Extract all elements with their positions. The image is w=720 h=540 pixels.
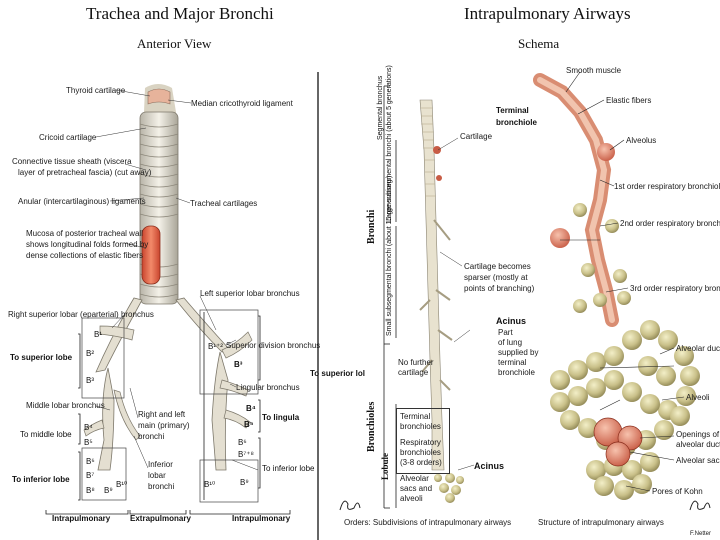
left-title: Trachea and Major Bronchi	[86, 4, 274, 24]
label-inferior-lobar-3: bronchi	[148, 482, 174, 491]
label-cartilage-sparser-3: points of branching)	[464, 284, 534, 293]
label-pores-of-kohn: Pores of Kohn	[652, 487, 703, 496]
segment-l5: B⁵	[244, 420, 254, 429]
footer-intrapulmonary-right: Intrapulmonary	[232, 514, 290, 523]
segment-l3: B³	[234, 360, 242, 369]
label-inferior-lobar-1: Inferior	[148, 460, 173, 469]
label-right-superior-lobar: Right superior lobar (eparterial) bronch…	[8, 310, 154, 319]
label-alveolar-2: sacs and	[400, 484, 432, 493]
target-inferior-lobe-right: To inferior lobe	[12, 475, 70, 484]
target-middle-lobe-text: To middle lobe	[20, 430, 72, 439]
label-mucosa-3: dense collections of elastic fibers	[26, 251, 143, 260]
label-smooth-muscle: Smooth muscle	[566, 66, 621, 75]
alveolar-sac-cutaway	[594, 418, 642, 466]
label-no-cartilage-1: No further	[398, 358, 434, 367]
label-thyroid-cartilage: Thyroid cartilage	[66, 86, 125, 95]
caption-right: Structure of intrapulmonary airways	[538, 518, 664, 527]
footer-extrapulmonary: Extrapulmonary	[130, 514, 191, 523]
segment-l9: B⁹	[240, 478, 249, 487]
target-superior-lobe-left: To superior lol	[310, 369, 365, 378]
segment-b9: B⁹	[104, 486, 113, 495]
label-cartilage-sparser-1: Cartilage becomes	[464, 262, 531, 271]
label-acinus-side: Acinus	[496, 316, 526, 326]
label-main-bronchi-3: bronchi	[138, 432, 164, 441]
target-inferior-lobe-left: To inferior lobe	[262, 464, 314, 473]
label-cricoid-cartilage: Cricoid cartilage	[39, 133, 96, 142]
mucosa-window	[142, 226, 160, 284]
label-mucosa-2: shows longitudinal folds formed by	[26, 240, 148, 249]
side-bronchioles: Bronchioles	[366, 402, 377, 452]
segment-b8: B⁸	[86, 486, 95, 495]
segment-l6: B⁶	[238, 438, 247, 447]
label-inferior-lobar-2: lobar	[148, 471, 166, 480]
label-acinus-desc-4: terminal	[498, 358, 526, 367]
label-left-superior-lobar: Left superior lobar bronchus	[200, 289, 300, 298]
label-openings-2: alveolar ducts	[676, 440, 720, 449]
segment-b3: B³	[86, 376, 94, 385]
segment-b1: B¹	[94, 330, 102, 339]
target-lingula: To lingula	[262, 413, 299, 422]
segment-l12: B¹⁺²	[208, 342, 223, 351]
segment-b4: B⁴	[84, 423, 93, 432]
segment-b6: B⁶	[86, 457, 95, 466]
label-alveolus: Alveolus	[626, 136, 656, 145]
label-alveoli: Alveoli	[686, 393, 710, 402]
label-cartilage-sparser-2: sparser (mostly at	[464, 273, 528, 282]
label-acinus-bottom: Acinus	[474, 461, 504, 471]
segment-l10: B¹⁰	[204, 480, 215, 489]
footer-intrapulmonary-left: Intrapulmonary	[52, 514, 110, 523]
side-small-subsegmental: Small subsegmental bronchi (about 15 gen…	[386, 176, 393, 336]
label-connective-sheath: Connective tissue sheath (viscera	[12, 157, 132, 166]
target-superior-lobe-right: To superior lobe	[10, 353, 72, 362]
left-subtitle: Anterior View	[137, 36, 211, 52]
target-middle-lobe: To middle lobe	[20, 430, 72, 439]
label-median-cricothyroid: Median cricothyroid ligament	[191, 99, 293, 108]
label-lingular-bronchus: Lingular bronchus	[236, 383, 300, 392]
signature-text: F.Netter	[690, 530, 711, 539]
label-acinus-desc-1: Part	[498, 328, 513, 337]
label-superior-division: Superior division bronchus	[226, 341, 320, 350]
side-lobule: Lobule	[380, 453, 390, 480]
label-first-order-respiratory: 1st order respiratory bronchiole	[614, 182, 720, 191]
label-alveolar-3: alveoli	[400, 494, 423, 503]
label-middle-lobar: Middle lobar bronchus	[26, 401, 105, 410]
lobule-inner-box	[396, 408, 450, 474]
thyroid-cartilage	[148, 89, 170, 104]
label-alveolar-1: Alveolar	[400, 474, 429, 483]
segment-b2: B²	[86, 349, 94, 358]
label-elastic-fibers: Elastic fibers	[606, 96, 651, 105]
label-terminal-bronchiole-2: bronchiole	[496, 118, 537, 127]
right-title: Intrapulmonary Airways	[464, 4, 631, 24]
signature-mark	[340, 501, 710, 510]
label-third-order-respiratory: 3rd order respiratory bronchioles	[630, 284, 720, 293]
segment-l4: B⁴	[246, 404, 256, 413]
label-main-bronchi-2: main (primary)	[138, 421, 190, 430]
label-connective-sheath-2: layer of pretracheal fascia) (cut away)	[18, 168, 151, 177]
label-second-order-respiratory: 2nd order respiratory bronchioles	[620, 219, 720, 228]
label-openings-1: Openings of	[676, 430, 719, 439]
label-terminal-bronchiole-1: Terminal	[496, 106, 529, 115]
label-acinus-desc-3: supplied by	[498, 348, 538, 357]
label-tracheal-cartilages: Tracheal cartilages	[190, 199, 257, 208]
label-annular-ligaments: Anular (intercartilaginous) ligaments	[18, 197, 146, 206]
label-cartilage: Cartilage	[460, 132, 492, 141]
label-main-bronchi-1: Right and left	[138, 410, 185, 419]
label-acinus-desc-2: of lung	[498, 338, 522, 347]
caption-left: Orders: Subdivisions of intrapulmonary a…	[344, 518, 511, 527]
right-subtitle: Schema	[518, 36, 559, 52]
label-alveolar-ducts: Alveolar ducts	[676, 344, 720, 353]
label-acinus-desc-5: bronchiole	[498, 368, 535, 377]
segment-b7: B⁷	[86, 471, 94, 480]
segment-b10: B¹⁰	[116, 480, 127, 489]
label-alveolar-sac: Alveolar sac	[676, 456, 720, 465]
segment-l78: B⁷⁺⁸	[238, 450, 254, 459]
label-no-cartilage-2: cartilage	[398, 368, 428, 377]
segment-b5: B⁵	[84, 438, 93, 447]
label-mucosa-1: Mucosa of posterior tracheal wall	[26, 229, 143, 238]
side-segmental-bronchus: Segmental bronchus	[377, 76, 384, 140]
side-bronchi: Bronchi	[366, 210, 377, 244]
